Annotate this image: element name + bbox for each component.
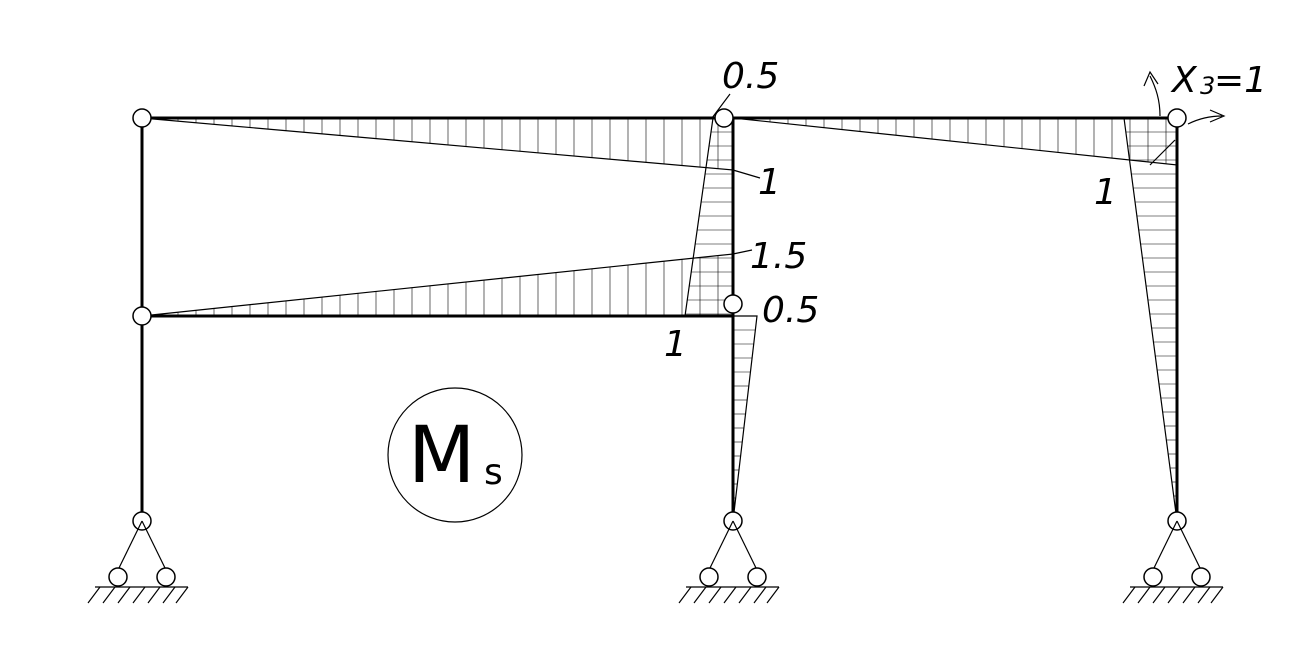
leader-top-beam-left-end [732, 169, 761, 179]
support-left-strut-b [141, 520, 167, 571]
support-middle-ground-hatch [678, 586, 780, 604]
label-mid-joint-upper-value: 1.5 [750, 236, 807, 277]
hinges [132, 108, 1187, 326]
hinge-top-left [132, 108, 152, 128]
diagram-title: M s [387, 387, 523, 523]
leader-top-beam-right-end [1149, 139, 1176, 166]
hinge-mid-left [132, 306, 152, 326]
leader-mid-joint-upper [732, 249, 753, 255]
right-column-moment [1123, 117, 1178, 522]
leader-top-joint-left [711, 93, 731, 119]
moment-arrowhead-up [1143, 70, 1159, 87]
hinge-mid-middle [723, 294, 743, 314]
label-top-joint-left-value: 0.5 [722, 56, 779, 97]
support-right-strut-b [1176, 520, 1202, 571]
load-label-eq: =1 [1214, 60, 1267, 101]
leader-lines [711, 93, 1176, 255]
support-left-roller-b [156, 567, 176, 587]
support-right [1122, 511, 1224, 604]
moment-outlines [141, 117, 1178, 522]
support-middle-strut-a [708, 520, 734, 571]
mid-beam-moment [141, 253, 734, 317]
support-middle-roller-b [747, 567, 767, 587]
top-right-beam-moment [732, 117, 1178, 166]
label-top-beam-right-end-value: 1 [1094, 172, 1117, 213]
load-label: X 3 =1 [1170, 60, 1267, 101]
support-middle [678, 511, 780, 604]
load-label-main: X [1170, 60, 1198, 101]
support-left [87, 511, 189, 604]
moment-arrow-right [1187, 115, 1223, 125]
support-right-ground-hatch [1122, 586, 1224, 604]
support-left-ground-hatch [87, 586, 189, 604]
label-top-beam-left-end-value: 1 [758, 162, 781, 203]
support-middle-roller-a [699, 567, 719, 587]
unit-moment-arrow [1143, 70, 1226, 125]
label-mid-beam-right-end-value: 1 [664, 324, 687, 365]
middle-column-lower-moment [732, 315, 758, 522]
moment-arrow-up [1149, 75, 1161, 117]
label-mid-joint-lower-value: 0.5 [762, 290, 819, 331]
title-symbol: M [408, 411, 475, 501]
support-left-roller-a [108, 567, 128, 587]
moment-arrowhead-right [1209, 109, 1226, 123]
support-middle-strut-b [732, 520, 758, 571]
frame [140, 116, 1179, 523]
support-left-strut-a [117, 520, 143, 571]
top-left-beam-moment [141, 117, 734, 171]
title-subscript: s [484, 452, 503, 493]
support-right-strut-a [1152, 520, 1178, 571]
support-right-roller-a [1143, 567, 1163, 587]
title-circle [387, 387, 523, 523]
hinge-top-right [1167, 108, 1187, 128]
load-label-sub: 3 [1200, 72, 1215, 100]
hinge-top-middle [714, 108, 734, 128]
moment-hatching [159, 118, 1177, 513]
support-right-roller-b [1191, 567, 1211, 587]
